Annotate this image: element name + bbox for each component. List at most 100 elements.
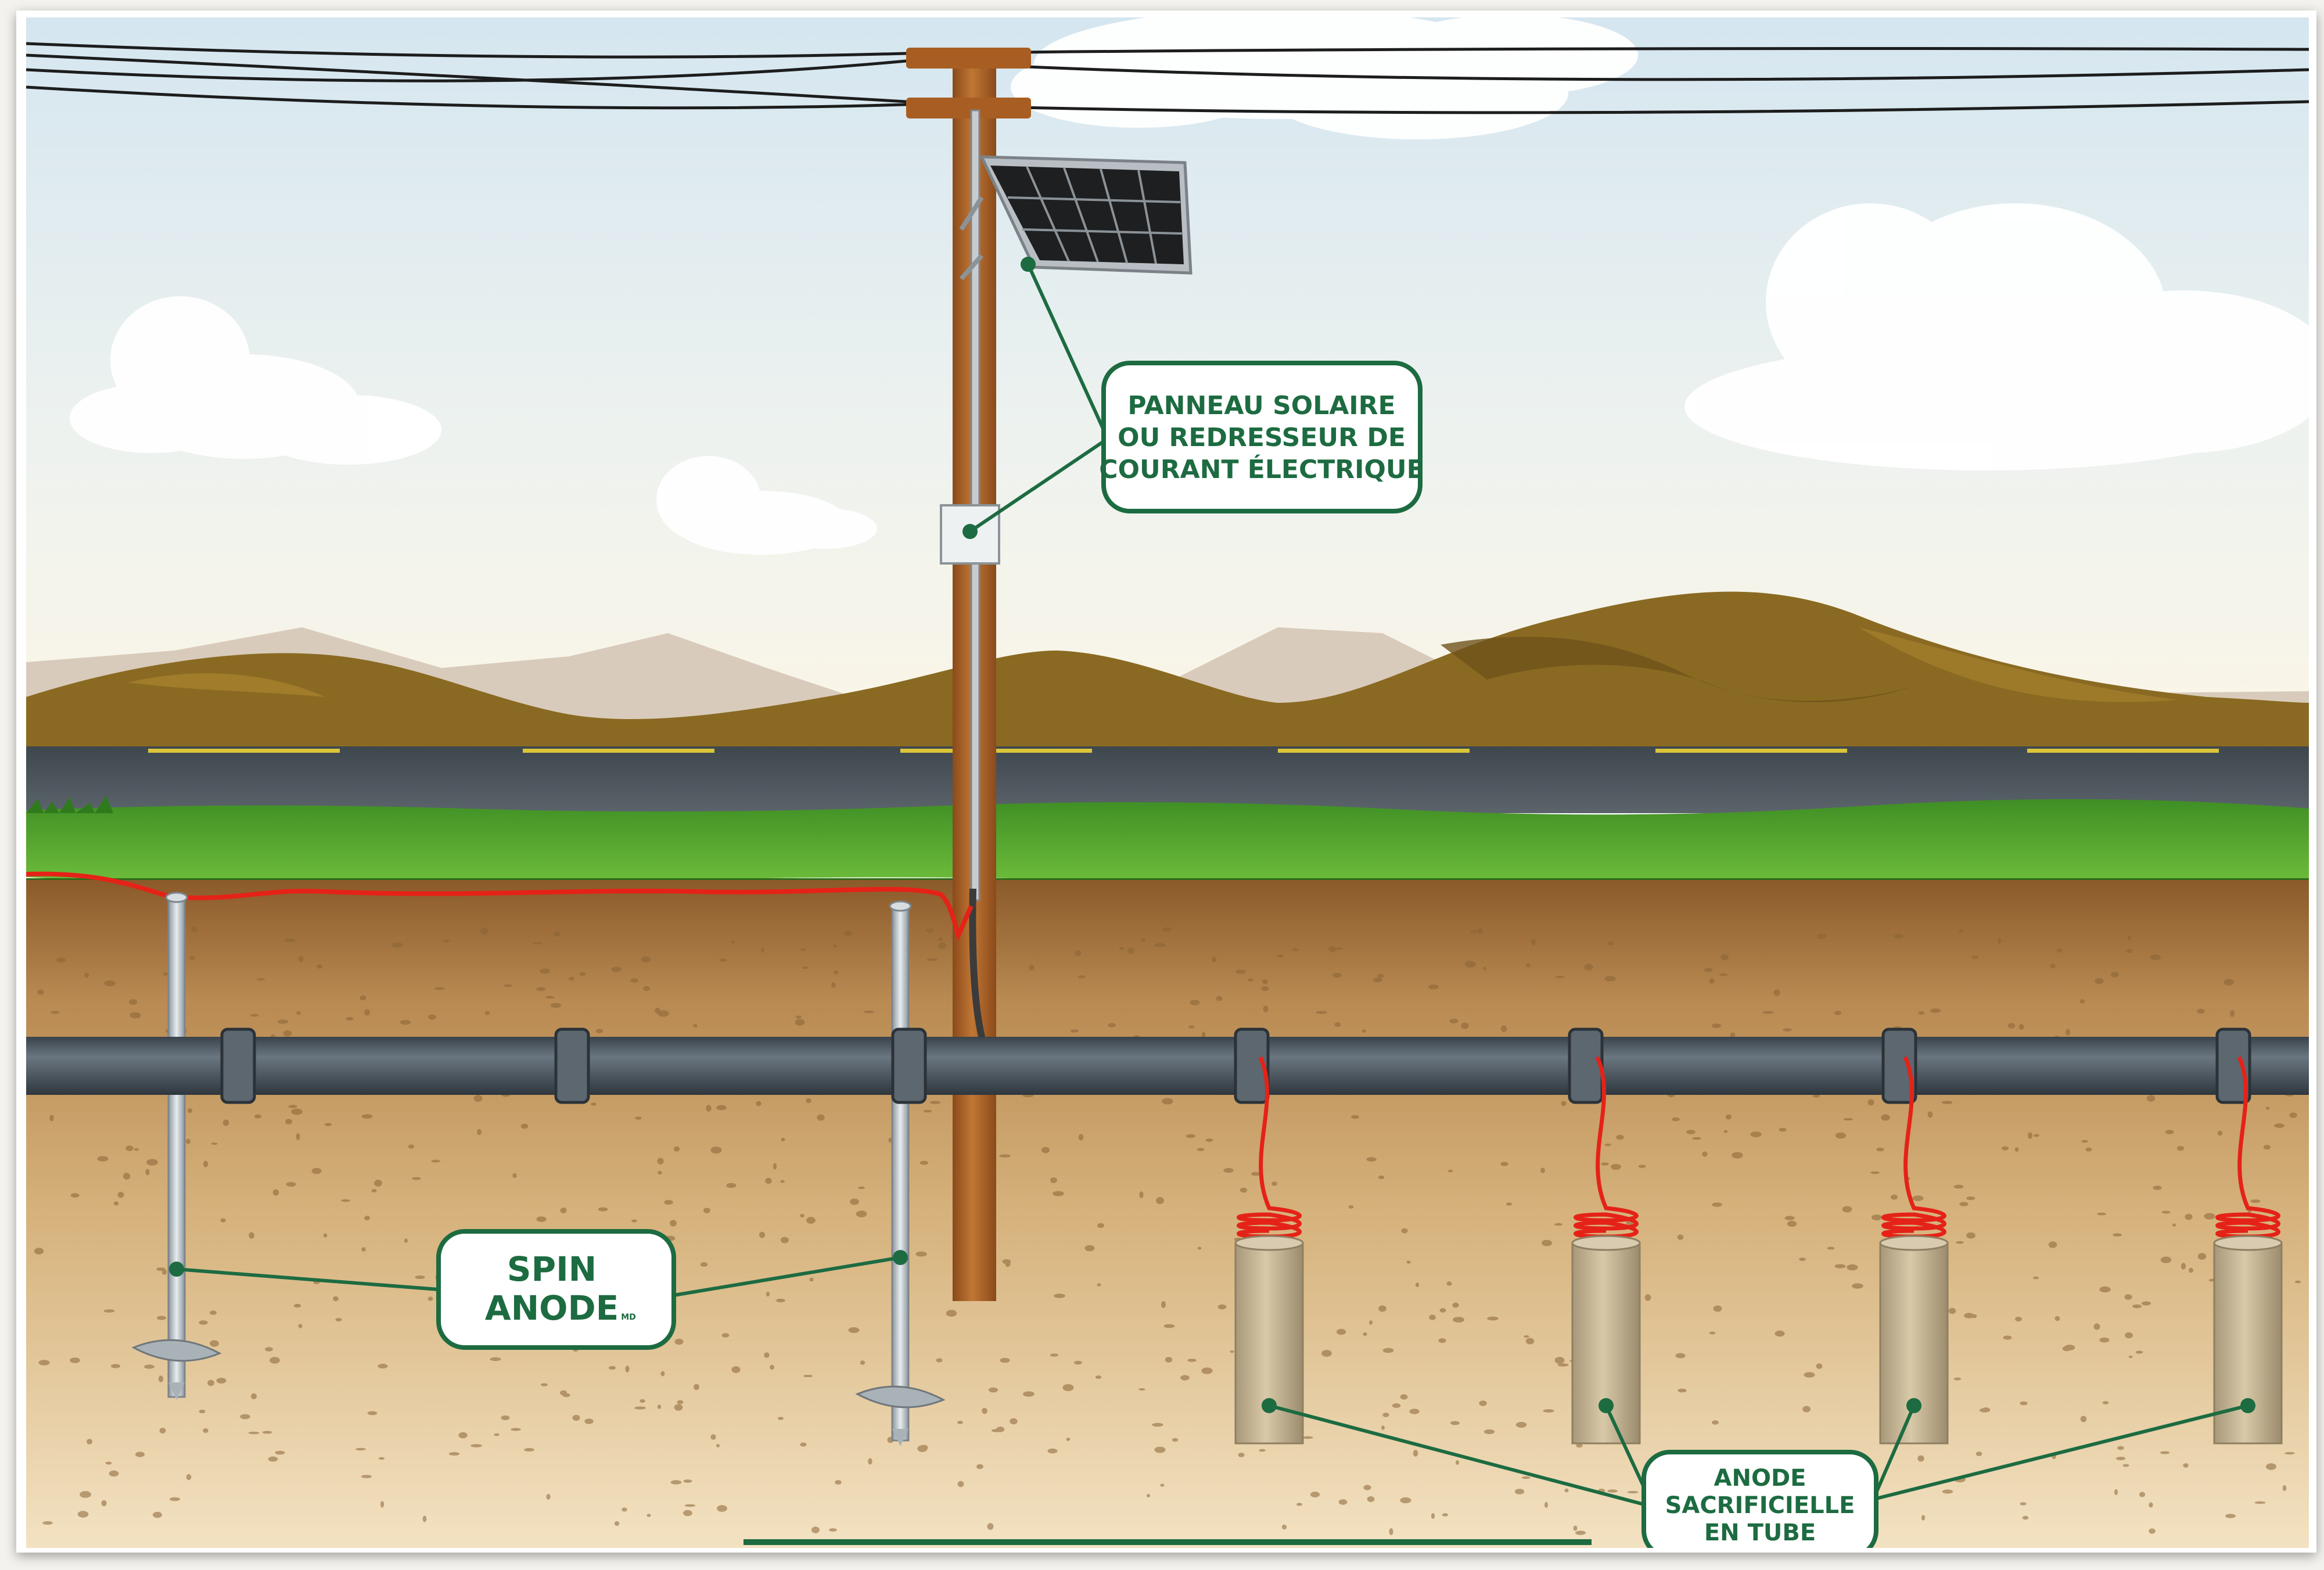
soil-speck <box>1235 969 1246 974</box>
soil-speck <box>641 956 651 963</box>
soil-speck <box>1554 1223 1562 1226</box>
solar-panel-icon <box>959 155 1192 281</box>
soil-speck <box>1201 1367 1213 1374</box>
soil-speck <box>568 976 575 981</box>
soil-speck <box>77 1511 89 1518</box>
soil-speck <box>504 984 513 987</box>
soil-speck <box>919 1161 929 1165</box>
soil-speck <box>2165 1130 2174 1134</box>
soil-speck <box>2285 1452 2295 1455</box>
soil-speck <box>2153 1185 2162 1190</box>
soil-speck <box>1576 1443 1583 1448</box>
soil-speck <box>860 1360 865 1365</box>
soil-speck <box>1678 1388 1687 1393</box>
soil-speck <box>1675 1353 1686 1359</box>
soil-speck <box>2093 1323 2100 1330</box>
soil-speck <box>2022 1515 2029 1520</box>
soil-speck <box>2127 935 2132 941</box>
soil-speck <box>1894 933 1904 939</box>
soil-speck <box>2161 1210 2171 1214</box>
soil-speck <box>2224 979 2234 986</box>
soil-speck <box>2079 999 2085 1004</box>
soil-speck <box>146 1159 158 1166</box>
soil-speck <box>2117 1446 2124 1450</box>
soil-speck <box>937 942 947 949</box>
soil-speck <box>770 1364 774 1370</box>
soil-speck <box>1461 1022 1469 1029</box>
soil-speck <box>776 1298 785 1303</box>
soil-speck <box>1584 964 1593 971</box>
soil-speck <box>49 1115 54 1122</box>
soil-speck <box>199 1320 208 1325</box>
soil-speck <box>374 1180 382 1187</box>
soil-speck <box>759 1231 766 1238</box>
soil-speck <box>926 928 934 933</box>
soil-speck <box>2263 1145 2271 1149</box>
soil-speck <box>1147 1494 1150 1497</box>
soil-speck <box>2007 1023 2016 1029</box>
soil-speck <box>677 1400 684 1404</box>
soil-speck <box>1732 1152 1743 1159</box>
soil-speck <box>2050 963 2056 969</box>
soil-speck <box>187 1108 193 1113</box>
soil-speck <box>268 1456 278 1462</box>
soil-speck <box>1381 1425 1385 1430</box>
soil-speck <box>1152 1422 1163 1427</box>
soil-speck <box>1484 1429 1495 1434</box>
callout-tube-line-2: SACRIFICIELLE <box>1665 1492 1855 1519</box>
soil-speck <box>444 939 450 943</box>
soil-speck <box>579 972 586 976</box>
soil-speck <box>1953 1377 1962 1381</box>
soil-speck <box>1429 1314 1436 1320</box>
hills <box>26 591 2309 755</box>
soil-speck <box>1041 1147 1050 1154</box>
soil-speck <box>484 1011 490 1015</box>
soil-speck <box>1238 1453 1245 1457</box>
soil-speck <box>524 1448 534 1452</box>
soil-speck <box>761 947 764 953</box>
soil-speck <box>400 1019 411 1025</box>
leader-lines <box>176 263 2248 1506</box>
soil-speck <box>2028 1132 2032 1139</box>
soil-speck <box>670 1220 677 1227</box>
soil-speck <box>186 1138 191 1144</box>
soil-speck <box>2274 1123 2285 1128</box>
soil-speck <box>104 980 116 987</box>
soil-speck <box>378 1363 388 1369</box>
soil-speck <box>1261 986 1269 991</box>
soil-speck <box>1876 1147 1884 1152</box>
soil-speck <box>1575 1531 1586 1535</box>
callout-spin-mark: MD <box>621 1313 636 1322</box>
soil-speck <box>1415 1282 1420 1287</box>
soil-speck <box>989 1387 998 1393</box>
soil-speck <box>915 1251 927 1257</box>
soil-speck <box>664 1199 673 1205</box>
pipe-coupling <box>554 1027 590 1104</box>
soil-speck <box>717 1505 727 1512</box>
soil-speck <box>856 1210 867 1217</box>
soil-speck <box>2114 1489 2118 1496</box>
soil-speck <box>1783 1028 1792 1032</box>
soil-speck <box>1296 1503 1302 1506</box>
soil-speck <box>87 1439 92 1445</box>
soil-speck <box>1515 1422 1527 1428</box>
soil-speck <box>1439 1308 1446 1313</box>
soil-speck <box>1704 968 1712 972</box>
soil-speck <box>835 1480 842 1485</box>
soil-speck <box>640 1399 645 1403</box>
soil-speck <box>1712 1023 1721 1028</box>
soil-speck <box>982 1407 987 1414</box>
soil-speck <box>1217 1304 1227 1310</box>
soil-speck <box>2014 1147 2019 1152</box>
soil-speck <box>1762 1011 1774 1014</box>
soil-speck <box>1881 1114 1890 1121</box>
soil-speck <box>622 1507 627 1512</box>
hill-highlight <box>128 673 325 697</box>
soil-speck <box>1162 927 1172 932</box>
soil-speck <box>434 987 445 990</box>
soil-speck <box>1450 1421 1460 1425</box>
soil-speck <box>2034 1134 2039 1137</box>
soil-speck <box>1389 1528 1393 1535</box>
soil-speck <box>364 1009 370 1016</box>
soil-speck <box>1477 928 1483 934</box>
